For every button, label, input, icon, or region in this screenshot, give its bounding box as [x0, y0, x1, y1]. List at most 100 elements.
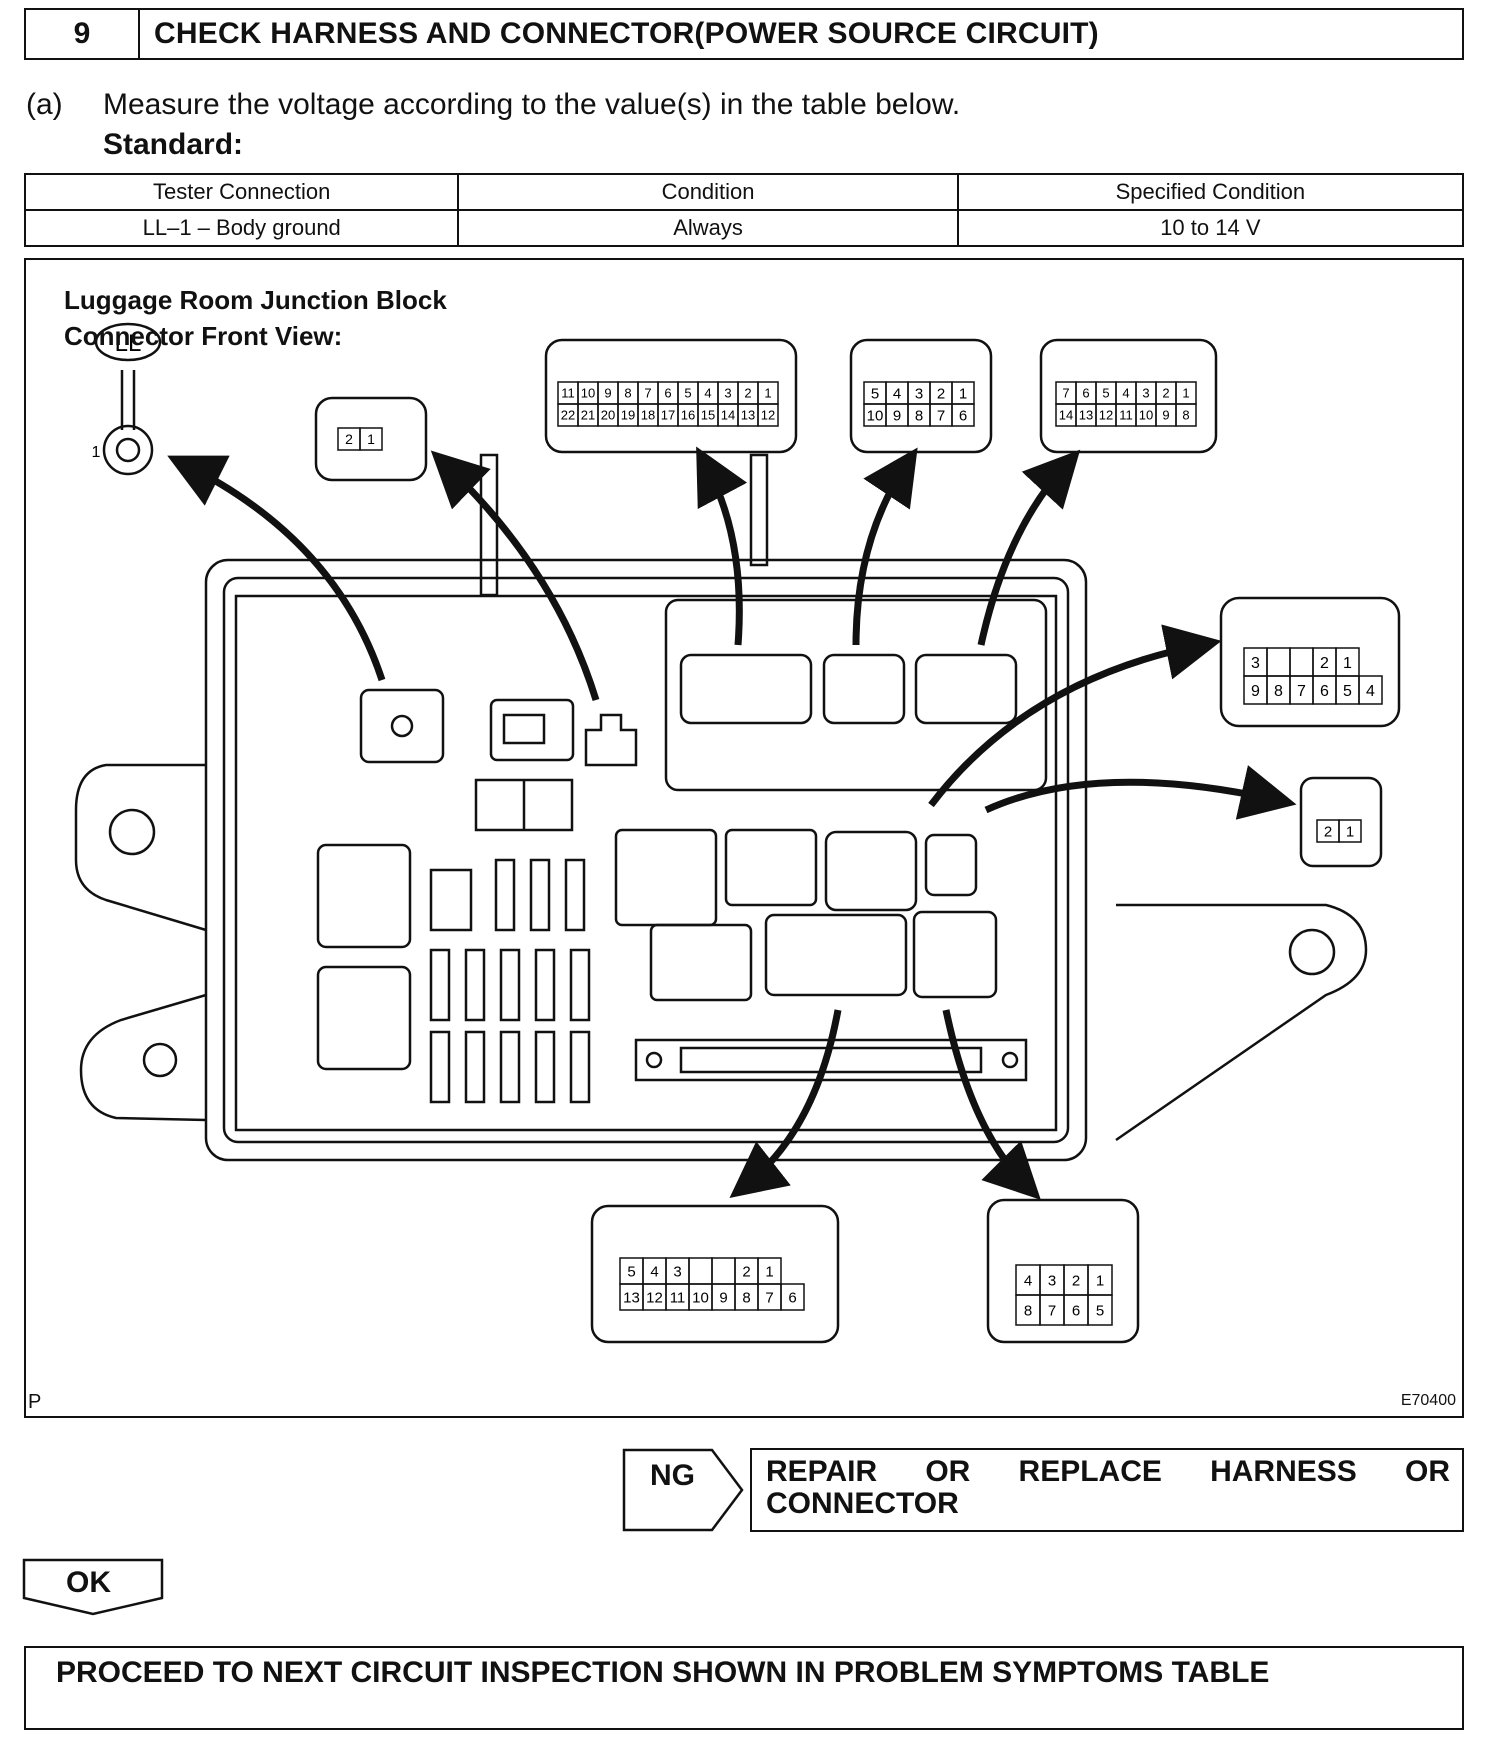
ng-word: HARNESS [1210, 1455, 1357, 1488]
figure-caption-line1: Luggage Room Junction Block [64, 285, 447, 315]
connector-pin-cell [1175, 403, 1197, 427]
pin-number: 2 [744, 386, 751, 401]
pin-number: 8 [1182, 408, 1189, 423]
pin-number: 9 [1251, 683, 1260, 700]
pin-number: 9 [604, 386, 611, 401]
junction-block-figure: LL 1 [24, 258, 1464, 1418]
pin-number: 6 [664, 386, 671, 401]
pin-number: 9 [719, 1289, 727, 1306]
connector-pin-cell [951, 403, 975, 427]
pin-number: 2 [742, 1263, 750, 1280]
pin-number: 8 [1024, 1302, 1032, 1319]
pin-number: 9 [893, 407, 901, 424]
pin-number: 14 [1059, 408, 1073, 423]
pin-number: 10 [692, 1289, 709, 1306]
pin-number: 11 [1119, 408, 1133, 423]
pin-number: 7 [1297, 683, 1306, 700]
pin-number: 10 [1139, 408, 1153, 423]
connector-pin-cell [1338, 819, 1362, 843]
ll-connector: LL 1 [92, 322, 162, 476]
ng-word: REPAIR [766, 1455, 878, 1488]
pin-number: 8 [742, 1289, 750, 1306]
ng-label: NG [650, 1459, 695, 1492]
junction-block-diagram: LL 1 [74, 322, 1401, 1344]
pin-number: 1 [1096, 1272, 1104, 1289]
table-header-cell: Tester Connection [23, 173, 460, 211]
pin-number: 7 [1062, 386, 1069, 401]
pin-number: 1 [1346, 823, 1354, 840]
figure-caption-line2: Connector Front View: [64, 321, 343, 351]
pin-number: 7 [765, 1289, 773, 1306]
pin-number: 12 [1099, 408, 1113, 423]
pin-number: 4 [704, 386, 711, 401]
pin-number: 1 [765, 1263, 773, 1280]
next-step-box: PROCEED TO NEXT CIRCUIT INSPECTION SHOWN… [24, 1646, 1464, 1730]
table-header-row: Tester Connection Condition Specified Co… [23, 173, 1465, 211]
pin-number: 22 [561, 408, 575, 423]
pin-number: 19 [621, 408, 635, 423]
ok-arrow-icon [22, 1558, 164, 1616]
pin-number: 6 [1072, 1302, 1080, 1319]
pin-number: 3 [915, 385, 923, 402]
connector-pin-cell [1266, 647, 1291, 677]
figure-caption: Luggage Room Junction Block Connector Fr… [64, 282, 447, 354]
pin-number: 3 [724, 386, 731, 401]
ng-arrow-icon [622, 1448, 744, 1532]
pin-number: 6 [788, 1289, 796, 1306]
pin-number: 11 [561, 386, 575, 401]
pin-number: 11 [670, 1289, 686, 1306]
pin-number: 8 [1274, 683, 1283, 700]
pin-number: 20 [601, 408, 615, 423]
connector-pin-cell [1358, 675, 1383, 705]
pin-number: 17 [661, 408, 675, 423]
connector-arrows [167, 446, 1297, 1200]
pin-number: 18 [641, 408, 655, 423]
ng-word: OR [925, 1455, 971, 1488]
pin-number: 7 [644, 386, 651, 401]
pin-number: 16 [681, 408, 695, 423]
pin-number: 6 [1082, 386, 1089, 401]
ng-action-box: REPAIR OR REPLACE HARNESS OR CONNECTOR [750, 1448, 1464, 1532]
pin-number: 2 [1072, 1272, 1080, 1289]
table-cell: Always [457, 209, 959, 247]
table-header-cell: Specified Condition [956, 173, 1465, 211]
pin-number: 2 [1320, 655, 1329, 672]
connector-pin-cell [688, 1257, 713, 1285]
step-title: CHECK HARNESS AND CONNECTOR(POWER SOURCE… [154, 17, 1099, 50]
pin-number: 5 [1096, 1302, 1104, 1319]
pin-number: 1 [764, 386, 771, 401]
specification-table: Tester Connection Condition Specified Co… [23, 173, 1465, 247]
instruction-text: Measure the voltage according to the val… [103, 88, 961, 121]
ok-label: OK [66, 1566, 111, 1599]
pin-number: 4 [1366, 683, 1375, 700]
pin-number: 13 [741, 408, 755, 423]
pin-number: 8 [915, 407, 923, 424]
connector-housings [314, 338, 1401, 1344]
pin-number: 2 [1324, 823, 1332, 840]
pin-number: 7 [937, 407, 945, 424]
pin-number: 10 [581, 386, 595, 401]
connector-pin-cell [757, 403, 779, 427]
pin-number: 1 [1182, 386, 1189, 401]
pin-number: 3 [1048, 1272, 1056, 1289]
pin-number: 4 [893, 385, 901, 402]
connector-pin-cell [359, 427, 383, 451]
pin-number: 13 [623, 1289, 640, 1306]
step-header: 9 CHECK HARNESS AND CONNECTOR(POWER SOUR… [24, 8, 1464, 60]
table-cell: LL–1 – Body ground [23, 209, 460, 247]
pin-number: 3 [673, 1263, 681, 1280]
standard-label: Standard: [103, 128, 244, 161]
pin-number: 10 [867, 407, 884, 424]
terminal-label: 1 [92, 444, 101, 461]
pin-number: 4 [1122, 386, 1129, 401]
pin-number: 2 [937, 385, 945, 402]
pin-number: 12 [761, 408, 775, 423]
ng-action-line2: CONNECTOR [766, 1487, 959, 1520]
pin-number: 14 [721, 408, 735, 423]
pin-number: 2 [345, 431, 353, 447]
pin-number: 6 [1320, 683, 1329, 700]
pin-number: 2 [1162, 386, 1169, 401]
connector-pin-cell [1087, 1294, 1113, 1326]
pin-number: 3 [1251, 655, 1260, 672]
